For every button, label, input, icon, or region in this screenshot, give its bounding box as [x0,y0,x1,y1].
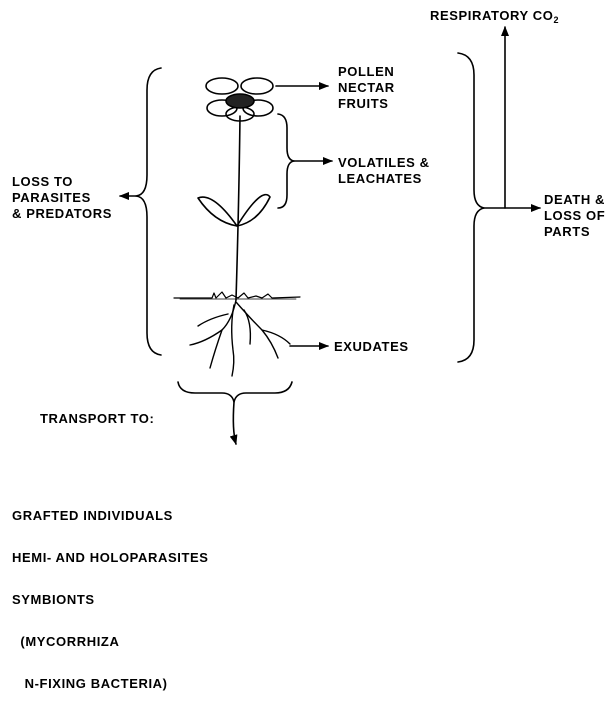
transport-heading: TRANSPORT TO: [40,411,154,427]
respiratory-co2-label: RESPIRATORY CO2 [430,8,559,28]
transport-item: HEMI- AND HOLOPARASITES [12,551,209,565]
left-plant-brace [136,68,161,355]
transport-item: SYMBIONTS [12,593,209,607]
transport-item: (MYCORRHIZA [12,635,209,649]
leaf-icon [198,195,270,226]
right-brace [458,53,484,362]
pollen-nectar-fruits-label: POLLEN NECTAR FRUITS [338,64,395,112]
root-icon [190,300,290,376]
transport-list: GRAFTED INDIVIDUALS HEMI- AND HOLOPARASI… [12,481,209,705]
bottom-brace [178,382,292,402]
arrow-to-transport-list [233,402,236,444]
flower-icon [206,78,273,121]
death-loss-label: DEATH & LOSS OF PARTS [544,192,605,240]
stem [236,116,240,300]
volatiles-leachates-label: VOLATILES & LEACHATES [338,155,430,187]
middle-brace [278,114,294,208]
transport-item: GRAFTED INDIVIDUALS [12,509,209,523]
exudates-label: EXUDATES [334,339,409,355]
loss-to-parasites-label: LOSS TO PARASITES & PREDATORS [12,174,112,222]
transport-item: N-FIXING BACTERIA) [12,677,209,691]
